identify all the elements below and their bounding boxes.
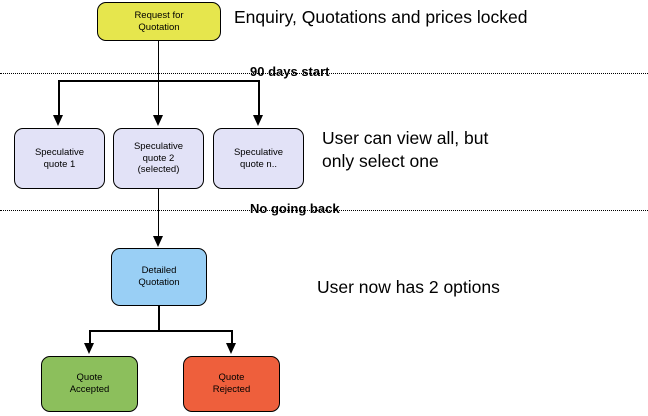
connector-to-specn: [258, 80, 260, 116]
arrowhead-detailed: [152, 236, 163, 247]
node-speculative-quote-1[interactable]: Speculative quote 1: [14, 128, 105, 189]
node-request-for-quotation[interactable]: Request for Quotation: [97, 2, 221, 41]
arrowhead-spec2: [152, 115, 163, 126]
connector-to-rejected: [231, 330, 233, 344]
connector-detailed-down: [158, 306, 160, 331]
phase-separator-1-label: 90 days start: [250, 64, 330, 79]
connector-rfq-down: [157, 40, 159, 81]
connector-to-spec1: [58, 80, 60, 116]
connector-spec2-to-detailed: [157, 189, 159, 236]
phase-separator-1: [0, 73, 648, 74]
annotation-enquiry-locked: Enquiry, Quotations and prices locked: [234, 7, 528, 27]
node-quote-accepted-label: Quote Accepted: [69, 372, 110, 395]
node-speculative-quote-n-label: Speculative quote n..: [233, 146, 284, 170]
node-detailed-quotation[interactable]: Detailed Quotation: [111, 248, 207, 306]
node-speculative-quote-2-selected[interactable]: Speculative quote 2 (selected): [113, 128, 204, 189]
phase-separator-2: [0, 210, 648, 211]
arrowhead-specn: [253, 115, 263, 126]
connector-to-accepted: [89, 330, 91, 344]
node-detailed-quotation-label: Detailed Quotation: [138, 265, 180, 288]
node-speculative-quote-1-label: Speculative quote 1: [34, 146, 85, 170]
node-quote-accepted[interactable]: Quote Accepted: [41, 356, 138, 412]
node-request-for-quotation-label: Request for Quotation: [134, 9, 184, 33]
node-quote-rejected-label: Quote Rejected: [212, 372, 251, 395]
node-speculative-quote-2-label: Speculative quote 2 (selected): [133, 141, 184, 176]
annotation-view-all-select-one: User can view all, but only select one: [322, 128, 489, 172]
annotation-two-options: User now has 2 options: [317, 277, 500, 297]
arrowhead-spec1: [53, 115, 63, 126]
connector-to-spec2: [157, 80, 159, 116]
connector-outcome-bar: [89, 330, 232, 332]
node-quote-rejected[interactable]: Quote Rejected: [183, 356, 280, 412]
arrowhead-rejected: [226, 343, 236, 354]
node-speculative-quote-n[interactable]: Speculative quote n..: [213, 128, 304, 189]
arrowhead-accepted: [84, 343, 94, 354]
phase-separator-2-label: No going back: [250, 201, 340, 216]
